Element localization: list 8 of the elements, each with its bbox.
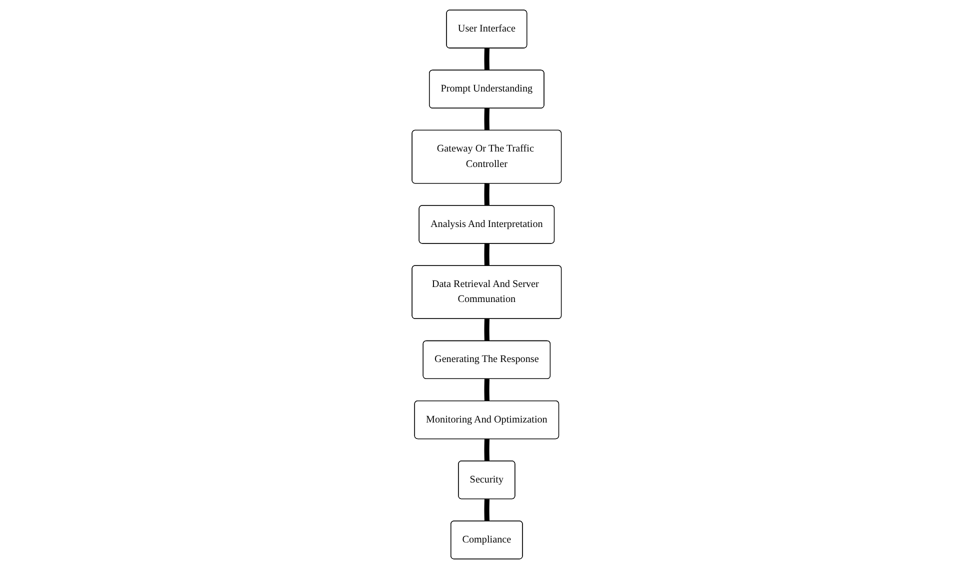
connector <box>484 378 490 402</box>
connector <box>484 498 490 522</box>
connector <box>484 438 490 462</box>
connector <box>484 48 490 72</box>
connector <box>484 318 490 342</box>
connector <box>484 182 490 206</box>
connector <box>484 108 490 132</box>
connector <box>484 242 490 266</box>
